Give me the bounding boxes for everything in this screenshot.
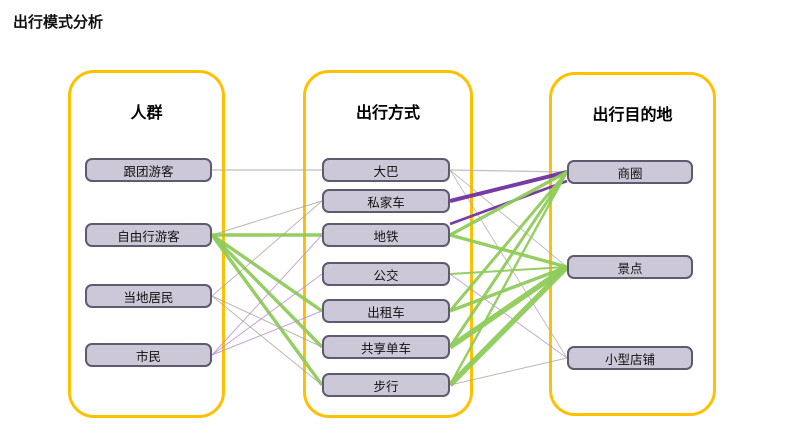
node-m-public-bus: 公交 <box>322 262 450 286</box>
node-d-scenic-spot: 景点 <box>567 255 693 279</box>
node-m-walk: 步行 <box>322 373 450 397</box>
panel-destinations-title: 出行目的地 <box>592 107 673 124</box>
node-m-private-car: 私家车 <box>322 189 450 213</box>
node-d-small-shop: 小型店铺 <box>567 346 693 370</box>
panel-people-title: 人群 <box>130 105 163 122</box>
node-m-taxi: 出租车 <box>322 299 450 323</box>
node-m-shared-bike: 共享单车 <box>322 335 450 359</box>
node-p-indie-tourist: 自由行游客 <box>85 223 212 247</box>
node-m-metro: 地铁 <box>322 223 450 247</box>
panel-travel-modes-title: 出行方式 <box>355 105 420 122</box>
node-p-citizen: 市民 <box>85 343 212 367</box>
node-m-coach-bus: 大巴 <box>322 158 450 182</box>
node-d-business-district: 商圈 <box>567 160 693 184</box>
node-p-local-resident: 当地居民 <box>85 284 212 308</box>
page-title: 出行模式分析 <box>13 14 104 31</box>
node-p-group-tourist: 跟团游客 <box>85 158 212 182</box>
